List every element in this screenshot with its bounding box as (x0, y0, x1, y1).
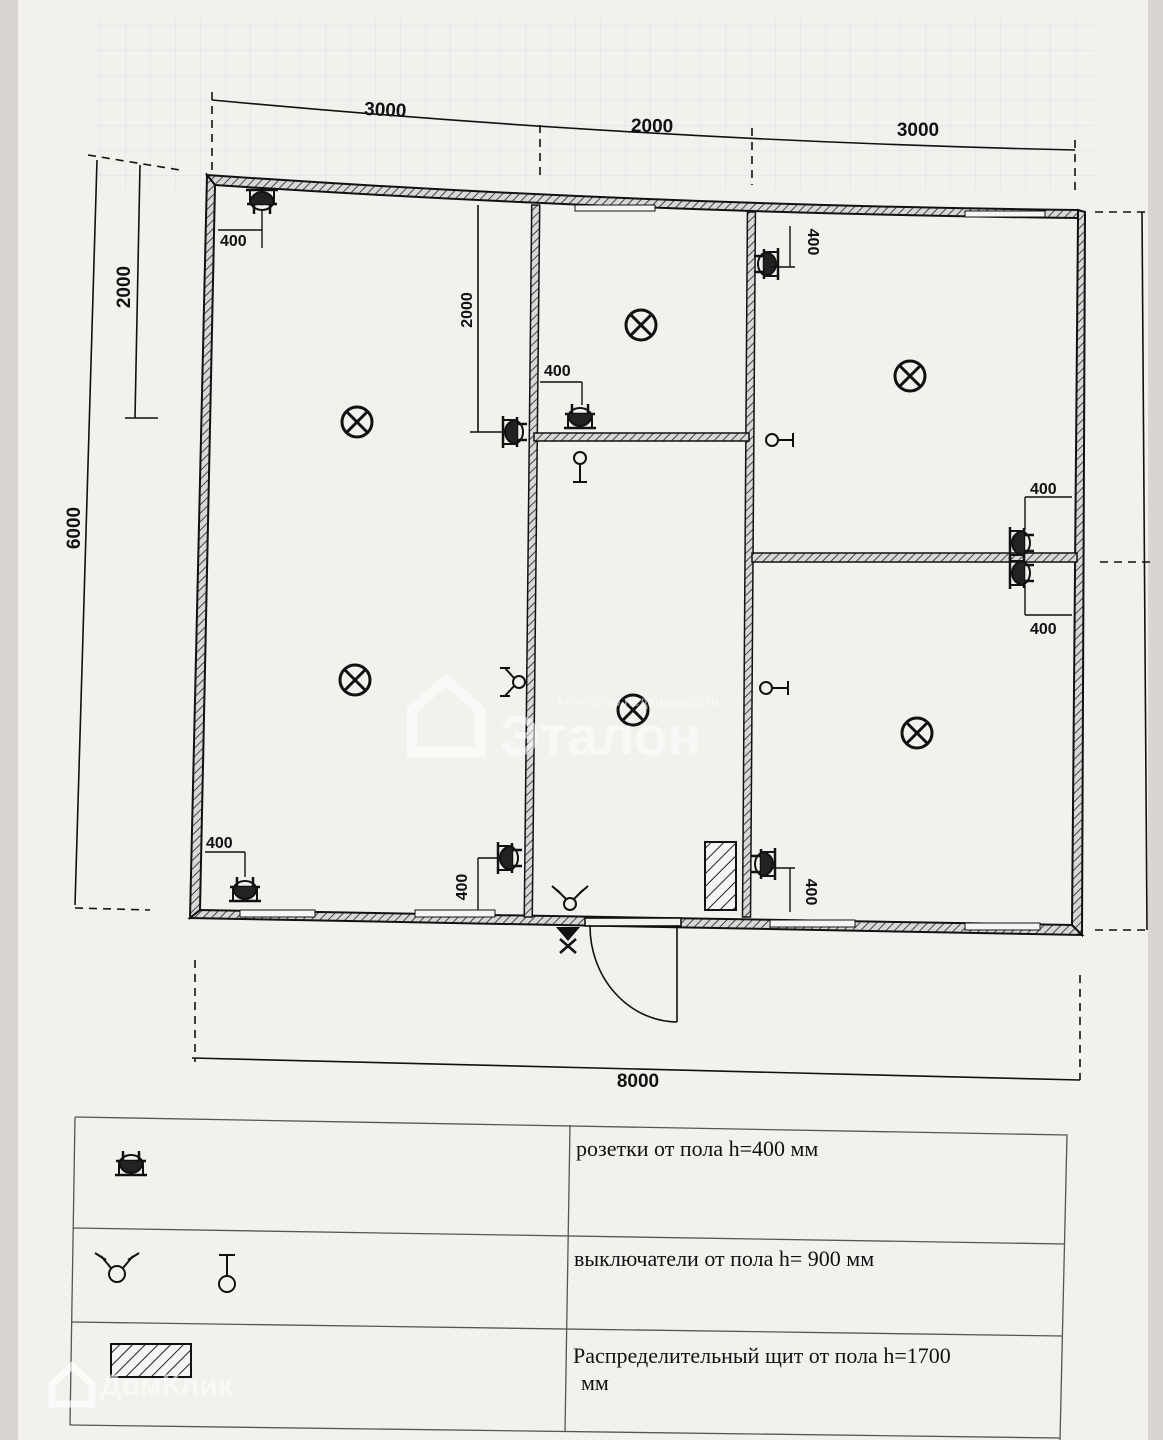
socket-icon (501, 414, 529, 450)
socket-icon (227, 875, 263, 903)
legend-table (69, 1116, 1068, 1440)
socket-icon (496, 840, 524, 876)
entrance-door (584, 917, 682, 1023)
grid-paper (95, 20, 1095, 190)
ceiling-lamp-icon (900, 716, 934, 750)
entrance-door-bell-icon (556, 927, 580, 954)
dimension-lines (74, 92, 1155, 1081)
offset-label: 400 (454, 874, 471, 901)
legend-socket-icon (113, 1149, 149, 1177)
offset-label: 400 (802, 879, 819, 906)
watermark-agency-small: Агентство недвижимости (556, 693, 719, 709)
dim-left-total: 6000 (64, 507, 85, 549)
switch-icon (759, 681, 789, 695)
double-switch-icon (500, 667, 526, 697)
legend-double-switch-icon (94, 1252, 140, 1283)
ceiling-lamp-icon (338, 663, 372, 697)
socket-icon (749, 846, 777, 882)
dim-inner-vertical: 2000 (459, 292, 476, 328)
socket-icon (562, 402, 598, 430)
ceiling-lamp-icon (624, 308, 658, 342)
dim-bottom: 8000 (617, 1071, 659, 1092)
watermark-agency-big: Эталон (500, 704, 701, 767)
double-switch-icon (551, 885, 589, 911)
socket-icon (752, 246, 780, 282)
ceiling-lamp-icon (893, 359, 927, 393)
legend-switch-icon (218, 1254, 236, 1293)
legend-panel-icon (110, 1343, 192, 1378)
offset-label: 400 (544, 363, 571, 380)
switch-icon (573, 451, 587, 483)
window-openings (239, 204, 1046, 931)
walls (187, 172, 1087, 938)
legend-panel-text-line2: мм (581, 1370, 609, 1395)
legend-panel-text-line1: Распределительный щит от пола h=1700 (573, 1343, 951, 1368)
site-watermark: ДомКлик (48, 1361, 234, 1408)
offset-label: 400 (206, 835, 233, 852)
offset-label: 400 (804, 229, 821, 256)
dim-top-right: 3000 (897, 120, 939, 141)
legend-switch-text: выключатели от пола h= 900 мм (574, 1246, 874, 1271)
switch-icon (765, 433, 794, 447)
offset-leaders (205, 210, 1072, 912)
offset-label: 400 (1030, 481, 1057, 498)
distribution-panel-icon (704, 841, 737, 911)
ceiling-lamp-icon (340, 405, 374, 439)
offset-label: 400 (1030, 621, 1057, 638)
dim-top-mid: 2000 (631, 116, 674, 138)
legend-socket-text: розетки от пола h=400 мм (576, 1136, 818, 1161)
watermark-site: ДомКлик (100, 1369, 234, 1402)
agency-watermark: Агентство недвижимости Эталон (407, 673, 719, 767)
dim-left-part: 2000 (114, 266, 135, 308)
dim-top-left: 3000 (364, 99, 407, 122)
offset-label: 400 (220, 233, 247, 250)
